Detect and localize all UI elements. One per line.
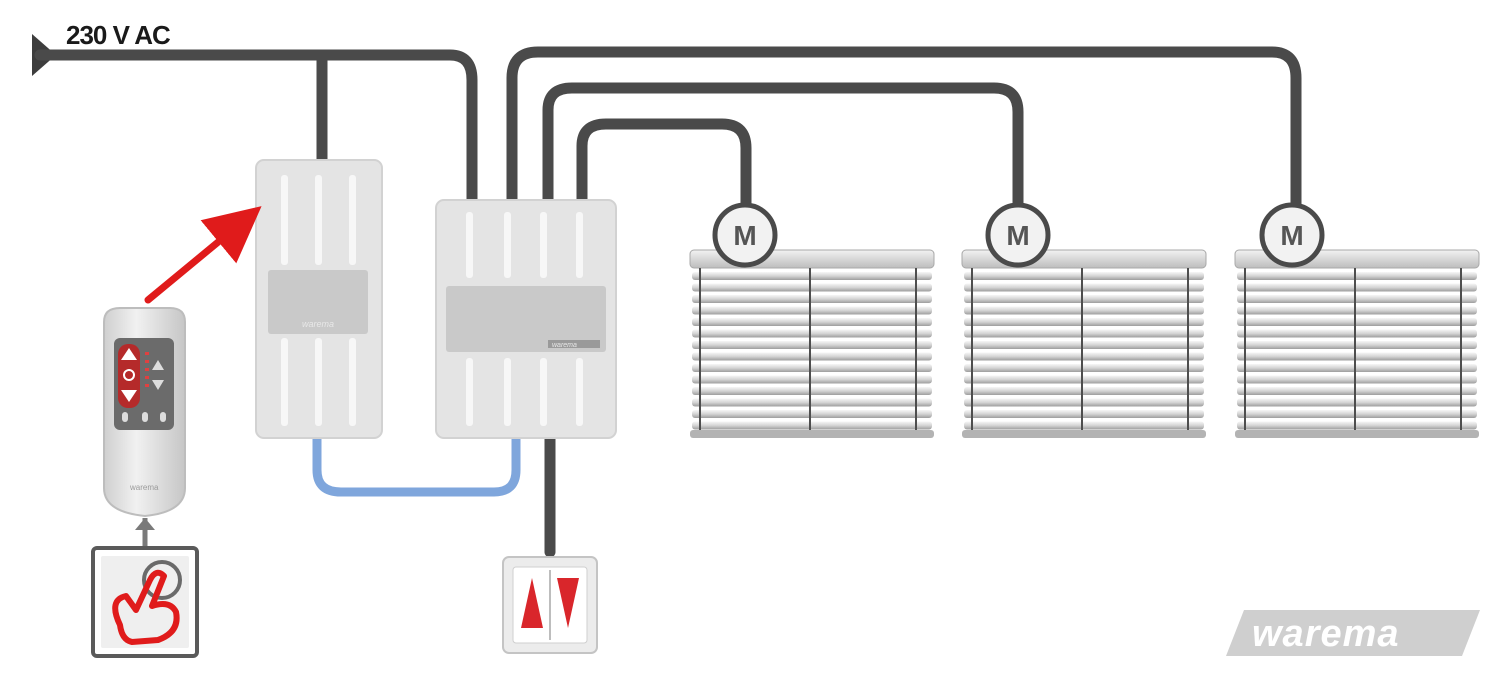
- blind-2-bottom-rail: [962, 430, 1206, 438]
- blind-slat: [692, 272, 932, 280]
- blind-slat: [1237, 375, 1477, 384]
- motor-cable-2: [542, 82, 1024, 216]
- blind-slat: [692, 283, 932, 292]
- blind-slat: [1237, 283, 1477, 292]
- blind-2: [961, 249, 1207, 438]
- blind-slat: [964, 272, 1204, 280]
- motor-3: M: [1259, 202, 1325, 268]
- controller-label-plate: [446, 286, 606, 352]
- blind-slat: [1237, 398, 1477, 407]
- blind-slat: [1237, 387, 1477, 395]
- blind-slat: [964, 398, 1204, 407]
- blind-slat: [692, 295, 932, 303]
- blind-slat: [692, 421, 932, 430]
- power-supply-line: 230 V AC: [32, 20, 478, 208]
- receiver-label-plate: [268, 270, 368, 334]
- motor-1-label: M: [733, 220, 756, 251]
- motor-cable-1: [576, 118, 752, 216]
- blind-1-bottom-rail: [690, 430, 934, 438]
- blind-slat: [692, 352, 932, 361]
- bus-cable: [312, 431, 521, 497]
- switch-up-arrow-icon[interactable]: [521, 578, 543, 628]
- blind-slat: [1237, 341, 1477, 349]
- controller-brand: warema: [552, 342, 577, 349]
- blind-slat: [964, 364, 1204, 372]
- blind-slat: [692, 318, 932, 326]
- receiver-brand: warema: [302, 319, 334, 329]
- remote-stop-button[interactable]: [123, 369, 135, 381]
- blind-slat: [964, 375, 1204, 384]
- handheld-remote: warema: [103, 307, 186, 548]
- switch-down-arrow-icon[interactable]: [557, 578, 579, 628]
- blind-slat: [1237, 352, 1477, 361]
- blind-slat: [964, 410, 1204, 418]
- blind-slat: [964, 295, 1204, 303]
- remote-slat-up-button[interactable]: [152, 360, 164, 370]
- motor-3-label: M: [1280, 220, 1303, 251]
- radio-signal-arrow: [144, 206, 262, 304]
- control-unit: warema: [435, 199, 617, 439]
- blind-slat: [1237, 272, 1477, 280]
- blind-slat: [692, 364, 932, 372]
- logo-background: [1226, 610, 1480, 656]
- blind-3: [1234, 249, 1480, 438]
- controller-ribs: [466, 212, 583, 426]
- blind-slat: [964, 421, 1204, 430]
- blind-slat: [692, 398, 932, 407]
- blind-slat: [1237, 329, 1477, 338]
- blind-slat: [1237, 421, 1477, 430]
- remote-down-button[interactable]: [121, 390, 137, 402]
- controller-brand-strip: [548, 340, 600, 348]
- blind-slat: [1237, 410, 1477, 418]
- blind-slat: [964, 318, 1204, 326]
- motor-cables: [506, 46, 1302, 216]
- logo-text: warema: [1252, 613, 1400, 655]
- receiver-ribs: [281, 175, 356, 426]
- blind-slat: [692, 410, 932, 418]
- blind-slat: [964, 352, 1204, 361]
- motor-1: M: [712, 202, 778, 268]
- blind-slat: [692, 387, 932, 395]
- blind-slat: [692, 375, 932, 384]
- radio-receiver-unit: warema: [255, 159, 383, 439]
- blind-slat: [1237, 306, 1477, 315]
- remote-channel-buttons[interactable]: [122, 412, 166, 422]
- remote-slat-down-button[interactable]: [152, 380, 164, 390]
- touch-sensor-button[interactable]: [91, 546, 199, 658]
- venetian-blinds: [689, 249, 1480, 438]
- warema-logo: warema: [1226, 610, 1480, 656]
- remote-brand: warema: [129, 483, 159, 492]
- blind-slat: [964, 341, 1204, 349]
- blind-1: [689, 249, 935, 438]
- blind-slat: [1237, 364, 1477, 372]
- touch-sensor-ring: [142, 560, 182, 600]
- motor-2: M: [985, 202, 1051, 268]
- wall-switch[interactable]: [502, 556, 598, 654]
- motor-cable-3: [506, 46, 1302, 216]
- blind-slat: [1237, 295, 1477, 303]
- remote-up-button[interactable]: [121, 348, 137, 360]
- blind-slat: [964, 329, 1204, 338]
- blind-3-bottom-rail: [1235, 430, 1479, 438]
- supply-main-cable: [34, 49, 478, 208]
- blind-slat: [692, 341, 932, 349]
- blind-slat: [692, 306, 932, 315]
- hand-pointer-icon: [112, 569, 180, 645]
- blind-slat: [1237, 318, 1477, 326]
- blind-slat: [964, 387, 1204, 395]
- blind-slat: [964, 306, 1204, 315]
- supply-voltage-label: 230 V AC: [66, 20, 171, 50]
- blind-slat: [964, 283, 1204, 292]
- blind-slat: [692, 329, 932, 338]
- motor-2-label: M: [1006, 220, 1029, 251]
- remote-channel-leds: [145, 352, 149, 387]
